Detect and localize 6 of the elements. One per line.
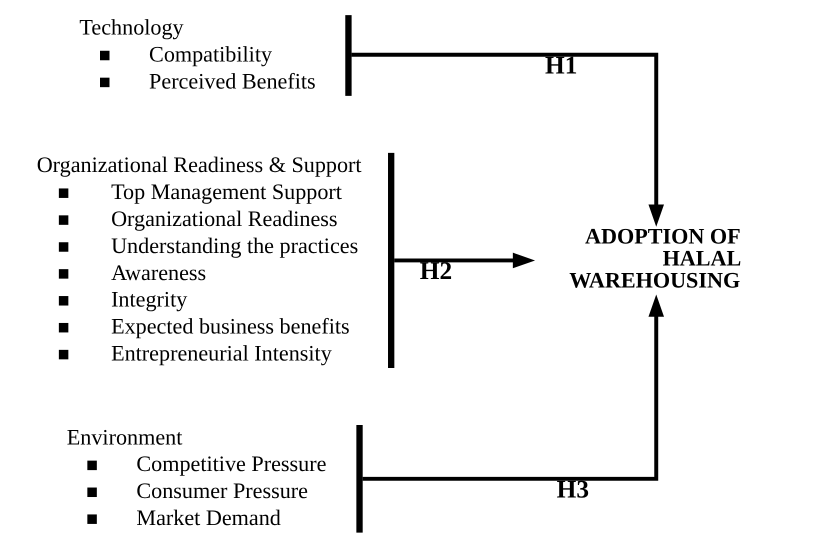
edge-label: H1 [544,51,577,80]
node-label: Technology [78,14,184,40]
node-label: Environment [66,424,182,450]
edge-label: H3 [556,476,589,504]
node-text: ADOPTION OF HALAL WAREHOUSING [568,223,741,293]
edge-label: H2 [419,257,452,286]
